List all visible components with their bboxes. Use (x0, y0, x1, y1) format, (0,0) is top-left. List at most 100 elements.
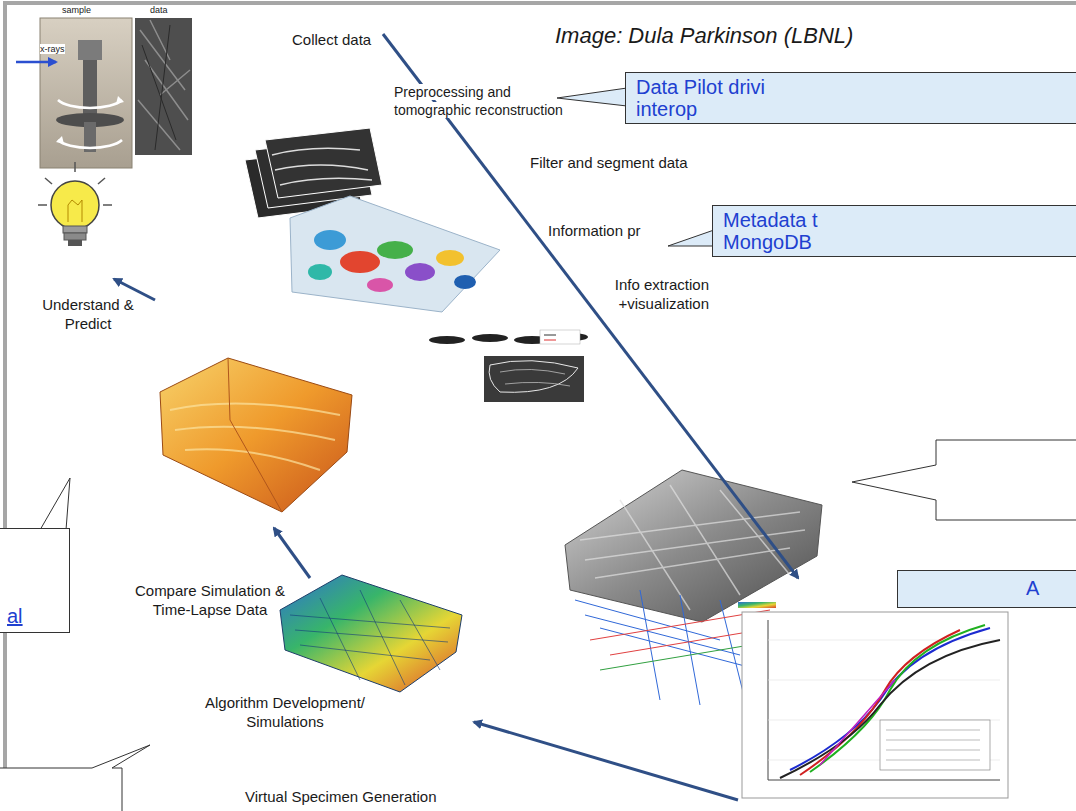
ct-weave-render (580, 485, 805, 610)
callout-text: Data Pilot drivi interop (636, 76, 786, 120)
ct-weave-render (565, 470, 822, 622)
empty-callout (0, 440, 1076, 811)
projection-image (142, 25, 176, 150)
sample-photo (40, 18, 132, 168)
sample-photo (78, 40, 102, 60)
distribution-chart (768, 620, 769, 780)
step-label: Virtual Specimen Generation (245, 788, 437, 805)
distribution-chart (742, 612, 1008, 798)
projection-image (138, 20, 190, 150)
fiber-sections (429, 330, 588, 402)
sample-photo (58, 140, 122, 148)
callout-text: Metadata t MongoDB (723, 209, 843, 253)
step-label: Compare Simulation & Time-Lapse Data (135, 582, 285, 618)
step-label: Virtual Specimen Generation (245, 788, 565, 807)
woven-composite-model (280, 575, 462, 692)
segmented-volume (340, 251, 380, 273)
beam-label: x-rays (40, 44, 80, 55)
segmented-volume (290, 196, 500, 312)
sample-photo (116, 96, 124, 104)
step-label: Info extraction +visualization (597, 276, 709, 314)
fiber-sections (484, 356, 584, 402)
segmented-volume (454, 275, 476, 289)
slide-frame (5, 3, 1076, 811)
segmented-volume (436, 250, 464, 266)
distribution-chart (810, 625, 985, 772)
temperature-volume (170, 404, 340, 470)
lightbulb-icon (74, 162, 76, 172)
lightbulb-icon (45, 178, 52, 184)
flow-arrows (114, 34, 798, 800)
projection-image (135, 18, 192, 155)
distribution-chart (886, 730, 980, 760)
callout-box: Metadata t MongoDB (712, 205, 1076, 257)
lightbulb-icon (38, 204, 47, 206)
callout-text: A (1026, 577, 1066, 599)
step-label: Compare Simulation & Time-Lapse Data (120, 582, 300, 620)
empty-callout (852, 440, 1076, 520)
x-ray-arrow (16, 61, 56, 64)
slide-frame (5, 3, 1076, 811)
temperature-volume (160, 358, 352, 512)
callout-tails (557, 88, 627, 106)
lightbulb-icon (68, 200, 82, 222)
fiber-sections (544, 335, 556, 336)
flow-arrows (474, 722, 738, 800)
fiber-sections (540, 330, 580, 344)
distribution-chart (780, 640, 1000, 778)
distribution-chart (790, 628, 990, 770)
lightbulb-icon (68, 240, 82, 246)
fiber-sections (429, 336, 465, 344)
photo-label: sample (62, 5, 112, 16)
sample-photo (56, 136, 64, 144)
segmented-volume (290, 196, 500, 312)
lightbulb-icon (51, 181, 99, 229)
step-label: Preprocessing and tomographic reconstruc… (394, 84, 580, 119)
step-label: Information pr (548, 222, 641, 239)
fiber-sections (544, 340, 556, 341)
distribution-chart (768, 780, 1000, 781)
photo-label: data (150, 5, 168, 15)
callout-box: Data Pilot drivi interop (625, 72, 1076, 124)
step-label: Filter and segment data (530, 154, 730, 173)
sample-photo (40, 18, 132, 168)
distribution-chart (742, 612, 1008, 798)
segmented-volume (367, 278, 393, 292)
ct-weave-render (738, 602, 776, 608)
flow-arrows (274, 528, 310, 578)
temperature-volume (160, 358, 352, 512)
step-label: Understand & Predict (42, 296, 134, 332)
fiber-sections (500, 369, 570, 386)
slice-stack (272, 148, 372, 185)
slice-stack (265, 128, 382, 198)
step-label: Algorithm Development/ Simulations (205, 694, 365, 730)
step-label: Info extraction +visualization (615, 276, 709, 312)
callout-box: al (0, 528, 70, 633)
segmented-volume (308, 264, 332, 280)
segmented-volume (405, 263, 435, 281)
callout-tails (40, 478, 70, 530)
x-ray-arrow (16, 62, 56, 63)
fiber-sections (472, 334, 508, 342)
distribution-chart (880, 720, 990, 770)
woven-composite-model (290, 590, 450, 685)
projection-image (135, 18, 192, 155)
beam-label: x-rays (40, 44, 65, 54)
empty-callout (0, 745, 150, 811)
lightbulb-icon (98, 178, 105, 184)
lightbulb-icon (103, 204, 112, 206)
fiber-sections (489, 361, 578, 393)
lightbulb-icon (38, 162, 112, 246)
step-label: Understand & Predict (38, 296, 138, 334)
lightbulb-icon (63, 226, 87, 233)
image-credit: Image: Dula Parkinson (LBNL) (555, 22, 915, 50)
callout-tails (668, 230, 714, 246)
step-label: Collect data (292, 31, 371, 48)
callout-box: A (897, 570, 1076, 608)
step-label: Information pr (548, 222, 658, 241)
image-credit: Image: Dula Parkinson (LBNL) (555, 23, 853, 48)
segmented-volume (377, 241, 413, 259)
callout-text: al (7, 605, 57, 627)
segmented-volume (314, 230, 346, 250)
